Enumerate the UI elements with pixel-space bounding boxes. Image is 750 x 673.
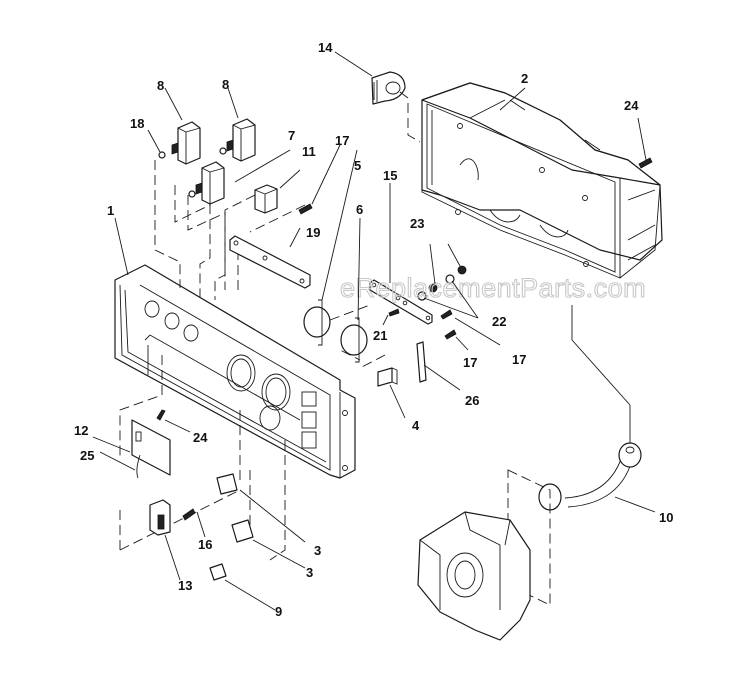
screw-part-21[interactable] bbox=[388, 308, 400, 317]
wire-harness-part-10[interactable] bbox=[538, 442, 642, 511]
callout-14[interactable]: 14 bbox=[318, 40, 333, 55]
callout-1[interactable]: 1 bbox=[107, 203, 114, 218]
switch-bracket-part-13[interactable] bbox=[149, 499, 171, 536]
callout-3a[interactable]: 3 bbox=[314, 543, 321, 558]
bus-bar-part-15[interactable] bbox=[369, 279, 433, 325]
screw-part-24-top[interactable] bbox=[638, 157, 653, 169]
callout-16[interactable]: 16 bbox=[198, 537, 212, 552]
callout-17a[interactable]: 17 bbox=[335, 133, 349, 148]
receptacle-part-4[interactable] bbox=[377, 367, 398, 387]
screw-part-17-mid[interactable] bbox=[440, 309, 453, 320]
wire-part-25 bbox=[136, 454, 141, 479]
circuit-breaker-8b[interactable] bbox=[226, 118, 256, 162]
leader-lines bbox=[92, 51, 656, 611]
callouts: 1 2 3 3 4 5 6 7 8 8 9 10 11 12 13 14 15 … bbox=[74, 40, 673, 619]
callout-19[interactable]: 19 bbox=[306, 225, 320, 240]
fan-housing[interactable] bbox=[417, 511, 531, 641]
callout-4[interactable]: 4 bbox=[412, 418, 420, 433]
control-panel[interactable] bbox=[114, 264, 356, 479]
callout-24b[interactable]: 24 bbox=[193, 430, 208, 445]
circuit-breaker-7[interactable] bbox=[195, 161, 225, 205]
callout-5[interactable]: 5 bbox=[354, 158, 361, 173]
callout-2[interactable]: 2 bbox=[521, 71, 528, 86]
receptacle-part-3b[interactable] bbox=[231, 519, 254, 543]
bracket-part-19[interactable] bbox=[229, 235, 311, 289]
screw-part-17-top[interactable] bbox=[298, 203, 313, 215]
callout-15[interactable]: 15 bbox=[383, 168, 397, 183]
callout-18[interactable]: 18 bbox=[130, 116, 144, 131]
panel-housing-box[interactable] bbox=[421, 82, 663, 279]
grommet-part-14[interactable] bbox=[371, 71, 406, 105]
watermark: eReplacementParts.com bbox=[340, 273, 646, 303]
strap-part-26[interactable] bbox=[416, 341, 427, 383]
callout-22[interactable]: 22 bbox=[492, 314, 506, 329]
callout-9[interactable]: 9 bbox=[275, 604, 282, 619]
callout-12[interactable]: 12 bbox=[74, 423, 88, 438]
receptacle-part-3a[interactable] bbox=[216, 473, 238, 495]
callout-25[interactable]: 25 bbox=[80, 448, 94, 463]
twist-lock-receptacle-6[interactable] bbox=[340, 317, 368, 363]
callout-3b[interactable]: 3 bbox=[306, 565, 313, 580]
screw-part-16[interactable] bbox=[182, 508, 196, 521]
callout-26[interactable]: 26 bbox=[465, 393, 479, 408]
screw-part-24-left[interactable] bbox=[156, 409, 166, 421]
callout-17c[interactable]: 17 bbox=[463, 355, 477, 370]
callout-13[interactable]: 13 bbox=[178, 578, 192, 593]
circuit-board-part-12[interactable] bbox=[131, 419, 171, 476]
callout-10[interactable]: 10 bbox=[659, 510, 673, 525]
callout-7[interactable]: 7 bbox=[288, 128, 295, 143]
rocker-switch-part-9[interactable] bbox=[209, 563, 227, 581]
callout-11[interactable]: 11 bbox=[302, 144, 316, 159]
screw-part-17-low[interactable] bbox=[444, 329, 457, 340]
callout-17b[interactable]: 17 bbox=[512, 352, 526, 367]
block-part-11[interactable] bbox=[254, 184, 278, 214]
twist-lock-receptacle-5[interactable] bbox=[303, 299, 331, 346]
callout-8b[interactable]: 8 bbox=[222, 77, 229, 92]
callout-8a[interactable]: 8 bbox=[157, 78, 164, 93]
circuit-breaker-8a[interactable] bbox=[171, 121, 201, 165]
callout-24a[interactable]: 24 bbox=[624, 98, 639, 113]
callout-21[interactable]: 21 bbox=[373, 328, 387, 343]
callout-6[interactable]: 6 bbox=[356, 202, 363, 217]
callout-23[interactable]: 23 bbox=[410, 216, 424, 231]
